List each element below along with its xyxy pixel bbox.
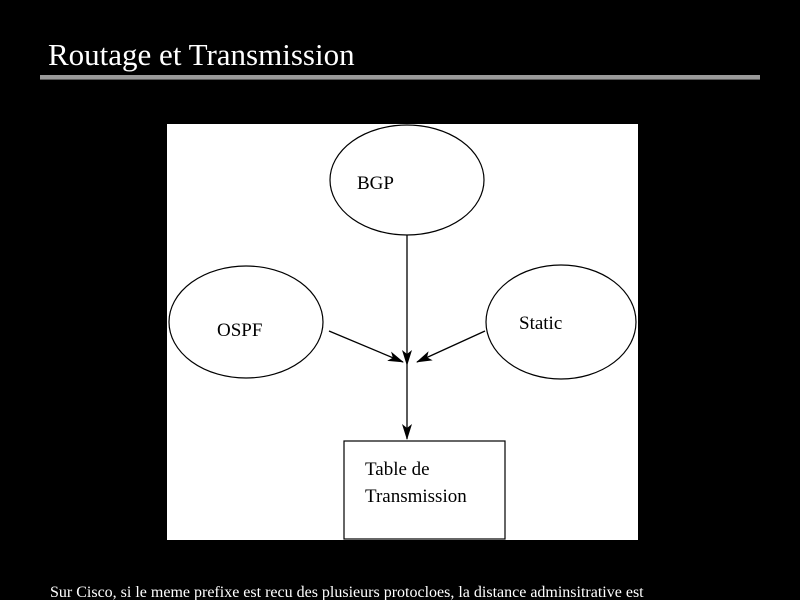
static-label: Static	[519, 313, 562, 334]
ospf-node: OSPF	[168, 265, 324, 379]
slide-title: Routage et Transmission	[48, 37, 355, 72]
forwarding-table-label-line1: Table de	[365, 459, 430, 480]
routing-diagram: BGP OSPF Static Table de Transm	[167, 124, 638, 540]
bgp-ellipse	[329, 124, 485, 236]
static-to-merge-arrow	[416, 330, 486, 363]
static-node: Static	[485, 264, 637, 380]
forwarding-table-label-line2: Transmission	[365, 486, 467, 507]
ospf-ellipse	[168, 265, 324, 379]
bgp-label: BGP	[357, 173, 394, 194]
routing-diagram-svg: BGP OSPF Static Table de Transm	[168, 124, 637, 540]
bgp-node: BGP	[329, 124, 485, 236]
static-ellipse	[485, 264, 637, 380]
ospf-label: OSPF	[217, 320, 262, 341]
ospf-to-merge-arrow	[328, 330, 404, 363]
forwarding-table-node: Table de Transmission	[343, 440, 506, 540]
title-divider	[40, 75, 760, 80]
forwarding-table-box	[343, 440, 506, 540]
footer-text: Sur Cisco, si le meme prefixe est recu d…	[50, 584, 644, 600]
